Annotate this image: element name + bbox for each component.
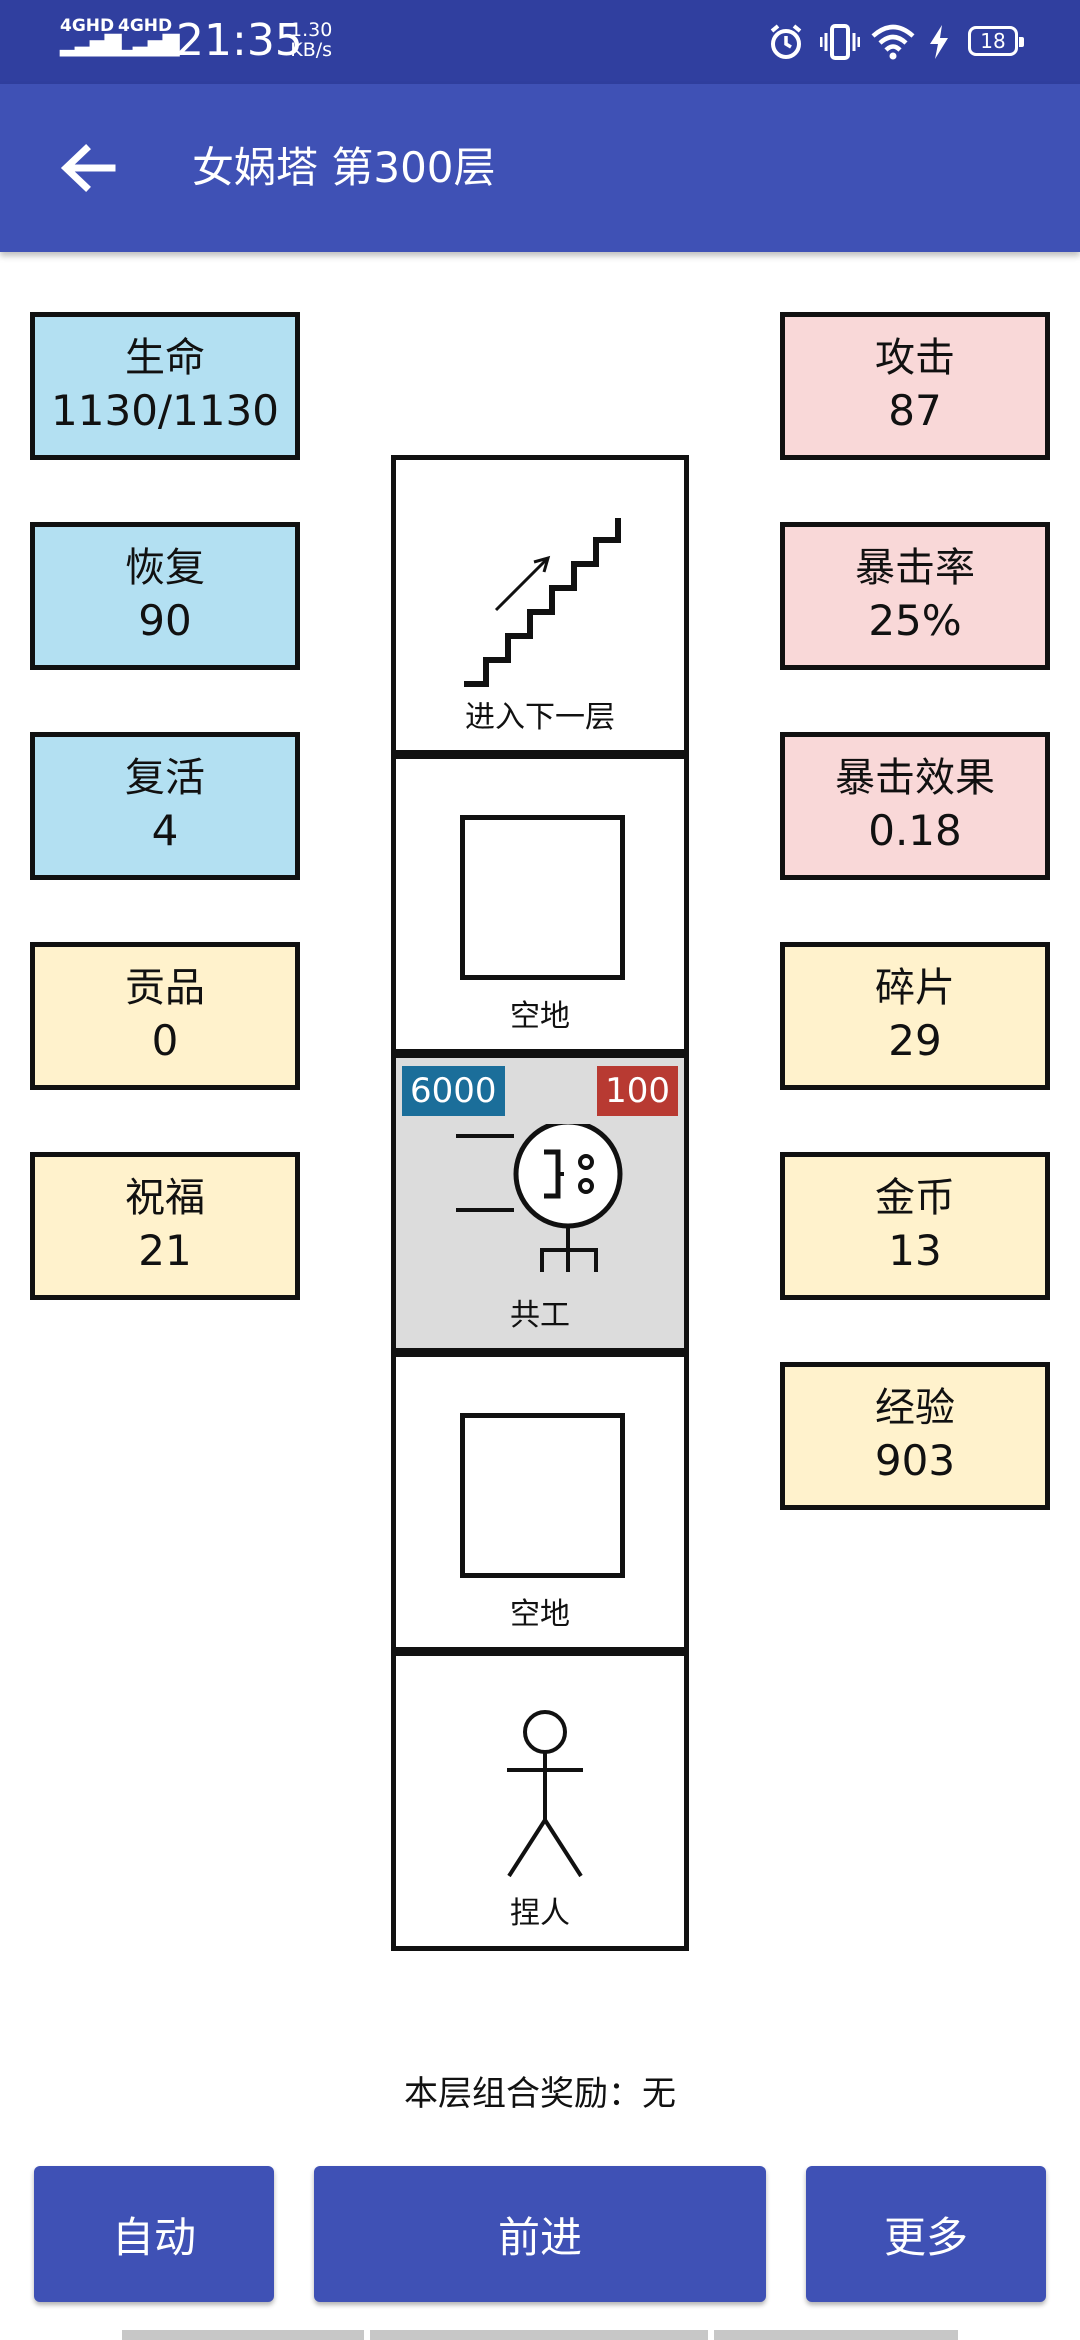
- stat-label: 金币: [875, 1175, 955, 1221]
- more-button[interactable]: 更多: [806, 2166, 1046, 2302]
- stat-attack: 攻击 87: [780, 312, 1050, 460]
- stat-value: 903: [874, 1436, 956, 1485]
- empty-square-icon: [460, 815, 625, 980]
- forward-button[interactable]: 前进: [314, 2166, 766, 2302]
- stat-gold: 金币 13: [780, 1152, 1050, 1300]
- tower-cell-monster[interactable]: 6000 100 共工: [391, 1053, 689, 1353]
- tower-cell-player[interactable]: 捏人: [391, 1651, 689, 1951]
- monster-hp-badge: 6000: [402, 1066, 505, 1116]
- stat-crit-effect: 暴击效果 0.18: [780, 732, 1050, 880]
- stat-label: 恢复: [125, 545, 205, 591]
- stat-label: 生命: [125, 335, 205, 381]
- stat-value: 4: [151, 806, 179, 855]
- stat-crit-rate: 暴击率 25%: [780, 522, 1050, 670]
- stat-value: 21: [138, 1226, 192, 1275]
- stat-value: 90: [138, 596, 192, 645]
- floor-reward-label: 本层组合奖励：: [404, 2074, 642, 2114]
- stat-label: 碎片: [875, 965, 955, 1011]
- auto-button[interactable]: 自动: [34, 2166, 274, 2302]
- stat-value: 25%: [868, 596, 962, 645]
- scroll-indicator: [714, 2330, 958, 2340]
- stat-value: 13: [888, 1226, 942, 1275]
- signal-indicator-1: 4GHD ▂▃▅▇: [60, 16, 122, 57]
- network-type-1: 4GHD: [60, 16, 115, 36]
- tower-cell-stairs[interactable]: 进入下一层: [391, 455, 689, 755]
- signal-bars-icon: ▂▃▅▇: [118, 32, 180, 57]
- stat-experience: 经验 903: [780, 1362, 1050, 1510]
- stat-value: 0.18: [868, 806, 962, 855]
- stat-health: 生命 1130/1130: [30, 312, 300, 460]
- stick-figure-icon: [507, 1710, 583, 1878]
- floor-reward: 本层组合奖励：无: [0, 2068, 1080, 2120]
- stat-fragments: 碎片 29: [780, 942, 1050, 1090]
- app-bar: 女娲塔 第300层: [0, 84, 1080, 252]
- stat-label: 贡品: [125, 965, 205, 1011]
- clock: 21:35: [176, 15, 303, 66]
- cell-caption: 进入下一层: [465, 700, 615, 735]
- monster-icon: [456, 1124, 623, 1272]
- stat-label: 攻击: [875, 335, 955, 381]
- stat-label: 暴击效果: [835, 755, 995, 801]
- network-speed-value: 1.30: [290, 19, 333, 41]
- scroll-indicator: [370, 2330, 708, 2340]
- stat-label: 复活: [125, 755, 205, 801]
- monster-attack-badge: 100: [597, 1066, 678, 1116]
- network-speed-unit: KB/s: [290, 39, 333, 61]
- cell-caption: 空地: [510, 999, 570, 1034]
- vibrate-icon: [818, 20, 862, 64]
- network-type-2: 4GHD: [118, 16, 173, 36]
- network-speed: 1.30 KB/s: [290, 20, 332, 60]
- stat-recovery: 恢复 90: [30, 522, 300, 670]
- page-title: 女娲塔 第300层: [192, 143, 496, 192]
- stat-value: 87: [888, 386, 942, 435]
- stat-label: 经验: [875, 1385, 955, 1431]
- stat-value: 0: [151, 1016, 179, 1065]
- stat-label: 暴击率: [855, 545, 975, 591]
- stat-tribute: 贡品 0: [30, 942, 300, 1090]
- back-button[interactable]: [48, 128, 128, 208]
- tower-cell-empty[interactable]: 空地: [391, 754, 689, 1054]
- cell-caption: 捏人: [510, 1896, 570, 1931]
- signal-indicator-2: 4GHD ▂▃▅▇: [118, 16, 180, 57]
- signal-bars-icon: ▂▃▅▇: [60, 32, 122, 57]
- stat-blessing: 祝福 21: [30, 1152, 300, 1300]
- floor-reward-value: 无: [642, 2074, 676, 2114]
- stat-value: 29: [888, 1016, 942, 1065]
- cell-caption: 空地: [510, 1597, 570, 1632]
- scroll-indicator: [122, 2330, 364, 2340]
- battery-indicator: 18: [968, 26, 1024, 56]
- stat-value: 1130/1130: [51, 386, 279, 435]
- stat-revive: 复活 4: [30, 732, 300, 880]
- arrow-left-icon: [60, 144, 116, 192]
- stairs-up-icon: [464, 518, 621, 687]
- status-bar: 4GHD ▂▃▅▇ 4GHD ▂▃▅▇ 21:35 1.30 KB/s 18: [0, 0, 1080, 84]
- stat-label: 祝福: [125, 1175, 205, 1221]
- wifi-icon: [868, 20, 918, 64]
- tower-cell-empty[interactable]: 空地: [391, 1352, 689, 1652]
- cell-caption: 共工: [510, 1298, 570, 1333]
- alarm-icon: [764, 20, 808, 64]
- charging-icon: [922, 20, 956, 64]
- empty-square-icon: [460, 1413, 625, 1578]
